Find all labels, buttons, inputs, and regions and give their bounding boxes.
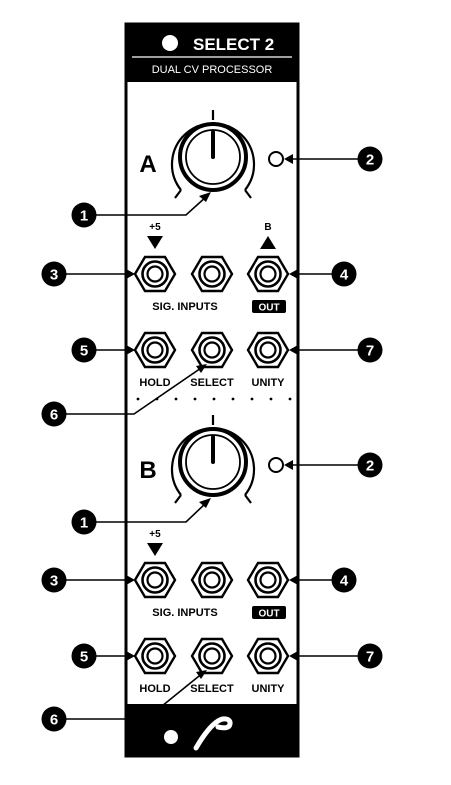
- svg-text:6: 6: [50, 712, 58, 729]
- leader-6a: [66, 365, 205, 415]
- footer-dot-icon: [164, 730, 178, 744]
- callout-6-a: 6: [41, 401, 67, 427]
- sig-inputs-label-a: SIG. INPUTS: [152, 301, 217, 313]
- callout-arrowheads: [126, 154, 298, 679]
- panel-header: [126, 24, 298, 82]
- svg-text:7: 7: [366, 649, 374, 666]
- select-label-a: SELECT: [190, 377, 234, 389]
- brand-logo-icon: [193, 716, 233, 751]
- svg-text:3: 3: [50, 573, 58, 590]
- jack-sig-input-2-b[interactable]: [190, 561, 234, 599]
- callout-6-b: 6: [41, 706, 67, 732]
- callout-1-a: 1: [71, 202, 97, 228]
- channel-label-b: B: [139, 457, 156, 484]
- select-label-b: SELECT: [190, 683, 234, 695]
- svg-text:5: 5: [80, 343, 88, 360]
- svg-text:5: 5: [80, 649, 88, 666]
- out-label-b: OUT: [258, 609, 279, 620]
- callout-5-b: 5: [71, 643, 97, 669]
- panel-subtitle: DUAL CV PROCESSOR: [152, 64, 273, 76]
- leader-1a: [96, 195, 208, 216]
- callout-4-b: 4: [331, 567, 357, 593]
- svg-text:4: 4: [340, 267, 349, 284]
- plus5-triangle-b-icon: [147, 543, 163, 556]
- b-label-a: B: [264, 222, 271, 233]
- jack-unity-b[interactable]: [246, 637, 290, 675]
- callout-badges: 1 2 3 4 5 6 7 1 2 3 4 5 6 7: [41, 146, 383, 732]
- jack-out-b[interactable]: [246, 561, 290, 599]
- unity-label-b: UNITY: [252, 683, 286, 695]
- svg-text:7: 7: [366, 343, 374, 360]
- svg-text:2: 2: [366, 152, 374, 169]
- svg-text:2: 2: [366, 458, 374, 475]
- callout-3-a: 3: [41, 261, 67, 287]
- hold-label-b: HOLD: [139, 683, 170, 695]
- plus5-triangle-a-icon: [147, 236, 163, 249]
- callout-5-a: 5: [71, 337, 97, 363]
- callout-7-a: 7: [357, 337, 383, 363]
- led-b-icon: [268, 457, 284, 473]
- svg-text:4: 4: [340, 573, 349, 590]
- callout-1-b: 1: [71, 509, 97, 535]
- panel-title: SELECT 2: [193, 35, 274, 54]
- jack-sig-input-1-b[interactable]: [133, 561, 177, 599]
- jack-hold-a[interactable]: [133, 331, 177, 369]
- led-a-icon: [268, 151, 284, 167]
- plus5-label-a: +5: [149, 222, 161, 233]
- jack-unity-a[interactable]: [246, 331, 290, 369]
- section-b: B +5 SIG. INPUTS OUT: [133, 415, 290, 695]
- callout-leaders: [66, 158, 358, 720]
- callout-2-b: 2: [357, 452, 383, 478]
- knob-b-icon[interactable]: [170, 415, 256, 504]
- svg-text:1: 1: [80, 515, 88, 532]
- jack-sig-input-2-a[interactable]: [190, 255, 234, 293]
- hold-label-a: HOLD: [139, 377, 170, 389]
- callout-7-b: 7: [357, 643, 383, 669]
- knob-a-icon[interactable]: [170, 110, 256, 199]
- b-triangle-a-icon: [260, 236, 276, 249]
- jack-select-a[interactable]: [190, 331, 234, 369]
- out-label-a: OUT: [258, 303, 279, 314]
- svg-text:3: 3: [50, 267, 58, 284]
- callout-2-a: 2: [357, 146, 383, 172]
- svg-text:6: 6: [50, 407, 58, 424]
- panel-footer: [126, 704, 298, 756]
- callout-3-b: 3: [41, 567, 67, 593]
- sig-inputs-label-b: SIG. INPUTS: [152, 607, 217, 619]
- out-label-bg-a: [252, 300, 286, 313]
- plus5-label-b: +5: [149, 529, 161, 540]
- jack-sig-input-1-a[interactable]: [133, 255, 177, 293]
- jack-out-a[interactable]: [246, 255, 290, 293]
- out-label-bg-b: [252, 606, 286, 619]
- unity-label-a: UNITY: [252, 377, 286, 389]
- channel-label-a: A: [139, 151, 156, 178]
- callout-4-a: 4: [331, 261, 357, 287]
- leader-1b: [96, 501, 208, 523]
- svg-text:1: 1: [80, 208, 88, 225]
- header-led-icon: [162, 35, 178, 51]
- jack-select-b[interactable]: [190, 637, 234, 675]
- leader-6b: [66, 671, 205, 720]
- jack-hold-b[interactable]: [133, 637, 177, 675]
